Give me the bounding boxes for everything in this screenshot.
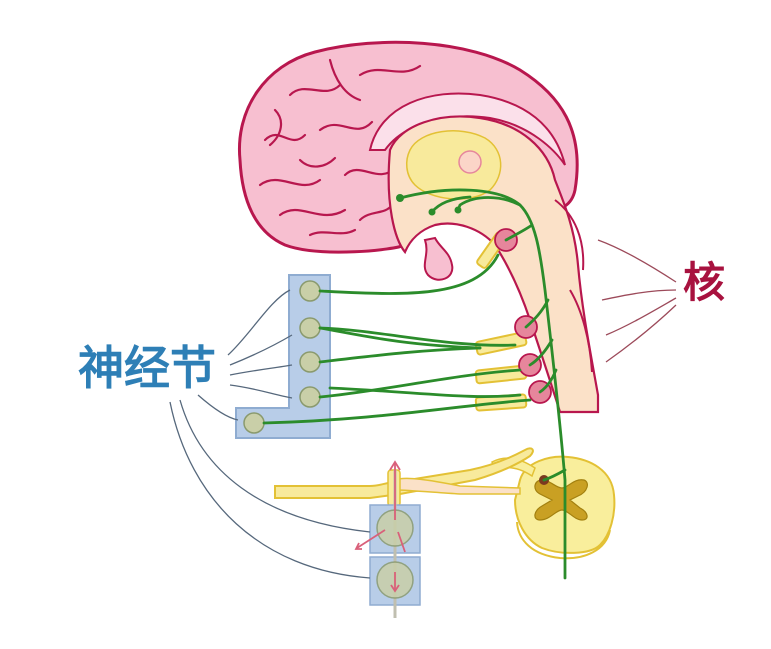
- tract-to-spinal: [542, 468, 567, 482]
- fiber-nucleus1-ganglion1: [318, 253, 500, 295]
- descending-tract: [398, 188, 567, 580]
- fiber-return: [318, 326, 482, 350]
- sympathetic-chain: [354, 460, 421, 618]
- tract-to-nucleus-3: [528, 338, 554, 367]
- fiber-nucleus3-ganglion4: [318, 368, 522, 399]
- cerebellum-edge: [554, 199, 593, 373]
- fiber-nucleus2-ganglion2: [318, 326, 517, 347]
- chain-arrows: [354, 460, 406, 593]
- ganglion-cell-3: [299, 351, 321, 373]
- fiber-nucleus4-ganglion5: [262, 398, 532, 425]
- ganglion-cell-2: [299, 317, 321, 339]
- ganglion-cells: [243, 280, 321, 434]
- ganglion-leader-lines: [169, 289, 371, 579]
- fiber-cross: [328, 386, 522, 398]
- spinal-cord-lower: [516, 521, 611, 560]
- pituitary: [423, 236, 454, 281]
- axons: [262, 188, 567, 580]
- thalamus: [405, 130, 502, 200]
- nucleus-leader-lines: [597, 239, 677, 363]
- tract-branch-1: [456, 196, 522, 212]
- ganglion-cell-1: [299, 280, 321, 302]
- axon-terminals: [396, 194, 462, 216]
- axon-terminal-2: [454, 206, 462, 214]
- axon-terminal-1: [428, 208, 436, 216]
- spinal-cord: [491, 455, 616, 560]
- axon-origin-dot: [396, 194, 404, 202]
- ventral-branch: [394, 477, 521, 495]
- tract-to-nucleus-4: [538, 368, 558, 394]
- nucleus-label: 核: [683, 258, 726, 307]
- midbrain-nucleus: [458, 150, 482, 174]
- ganglion-label: 神经节: [78, 341, 216, 395]
- ganglion-cell-4: [299, 386, 321, 408]
- ganglion-box: [235, 274, 331, 439]
- tract-to-nucleus-1: [504, 223, 534, 242]
- fiber-nucleus2-ganglion3: [318, 346, 482, 364]
- spinal-nerve: [274, 447, 534, 507]
- tract-to-nucleus-2: [524, 298, 550, 329]
- spinal-gray-matter: [534, 479, 588, 521]
- ganglion-cell-5: [243, 412, 265, 434]
